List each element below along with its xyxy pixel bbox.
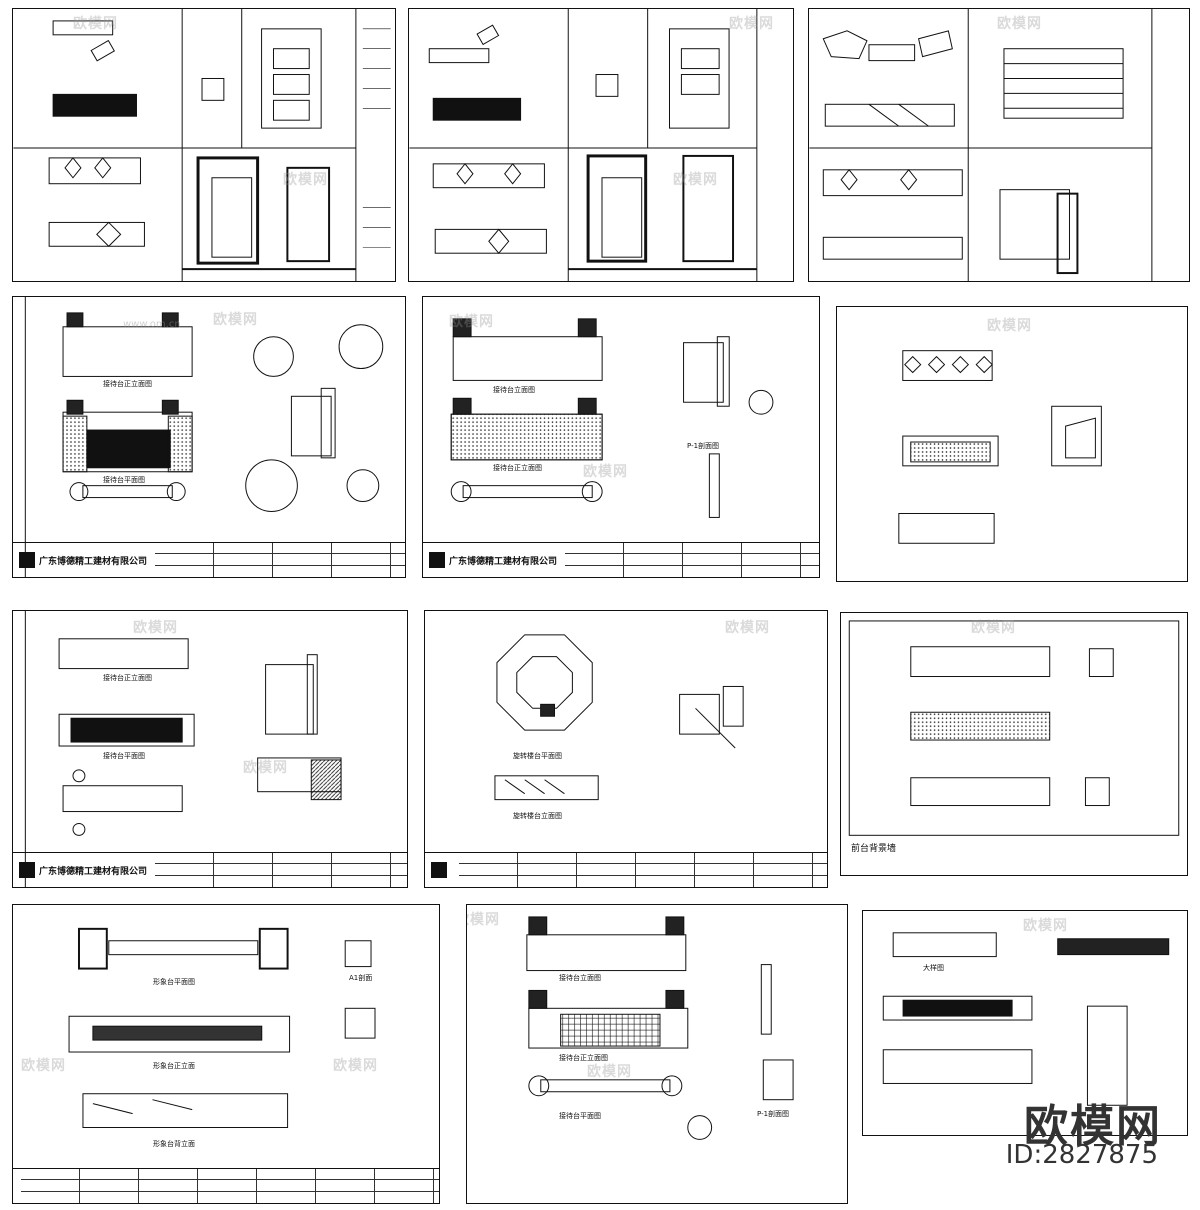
label-a1: A1剖面 [349,974,373,982]
watermark: 欧模网 [243,760,288,776]
sheet-4-drawing [24,297,384,577]
company-name: 广东博德精工建材有限公司 [449,556,558,567]
watermark: 欧模网 [729,16,774,32]
title-block-cells [21,1169,439,1203]
company-logo [19,552,35,568]
sheet-2-drawing [409,9,758,281]
watermark: 欧模网 [449,314,494,330]
company-name: 广东博德精工建材有限公司 [39,866,148,877]
sheet-9-drawing [848,620,1180,836]
drawing-sheet-8: 旋转楼台平面图 旋转楼台立面图 欧模网 [424,610,828,888]
label-plan-3: 接待台平面图 [559,1112,601,1120]
sheet-11-drawing [526,916,794,1140]
label-plan: 接待台平面图 [103,476,145,484]
drawing-sheet-7: 接待台正立面图 接待台平面图 欧模网 欧模网 广东博德精工建材有限公司 [12,610,408,888]
label-desk-backdrop: 前台背景墙 [851,844,897,854]
label-image-back: 形象台背立面 [153,1140,195,1148]
drawing-sheet-6: 欧模网 [836,306,1188,582]
label-front-2: 接待台正立面图 [493,464,542,472]
sheet-12-drawing [882,932,1170,1106]
watermark: 欧模网 [725,620,770,636]
watermark: 欧模网 [673,172,718,188]
label-circular-elevation: 旋转楼台立面图 [513,812,562,820]
drawing-sheet-12: 大样图 欧模网 [862,910,1188,1136]
company-name: 广东博德精工建材有限公司 [39,556,148,567]
title-block-cells [565,543,819,577]
drawing-sheet-4: 接待台正立面图 接待台平面图 欧模网 www.om.cn 广东博德精工建材有限公… [12,296,406,578]
sheet-6-drawing [898,350,1102,544]
drawing-sheet-1: 欧模网 欧模网 [12,8,396,282]
brand-logo-text: 欧模网 [1024,1101,1162,1152]
watermark: 欧模网 [987,318,1032,334]
watermark: 欧模网 [1023,918,1068,934]
drawing-sheet-5: 接待台立面图 接待台正立面图 P-1剖面图 欧模网 欧模网 广东博德精工建材有限… [422,296,820,578]
watermark: 欧模网 [333,1058,378,1074]
drawing-sheet-11: 接待台立面图 接待台正立面图 接待台平面图 P-1剖面图 欧模网 欧模网 [466,904,848,1204]
company-logo [19,862,35,878]
drawing-sheet-3: 欧模网 [808,8,1190,282]
watermark: 欧模网 [583,464,628,480]
title-block-cells [459,853,827,887]
label-front: 接待台正立面图 [103,380,152,388]
label-reception: 接待台立面图 [493,386,535,394]
watermark: 欧模网 [467,912,500,928]
label-circular-plan: 旋转楼台平面图 [513,752,562,760]
drawing-sheet-2: 欧模网 欧模网 [408,8,794,282]
label-reception-2: 接待台立面图 [559,974,601,982]
title-block: 广东博德精工建材有限公司 [13,542,405,577]
label-detail: 大样图 [923,964,944,972]
drawing-sheet-9: 前台背景墙 欧模网 [840,612,1188,876]
brand-id: ID:2827875 [1005,1140,1158,1170]
watermark: 欧模网 [283,172,328,188]
watermark: 欧模网 [21,1058,66,1074]
company-logo [431,862,447,878]
title-block-cells [155,853,407,887]
sheet-10-drawing [68,927,376,1129]
watermark: 欧模网 [587,1064,632,1080]
label-image-plan: 形象台平面图 [153,978,195,986]
sheet-7-drawing [24,611,342,887]
watermark-url: www.om.cn [123,319,181,330]
label-p1: P-1剖面图 [687,442,720,450]
label-image-front: 形象台正立面 [153,1062,195,1070]
sheet-8-drawing [494,634,744,801]
label-front-4: 接待台正立面图 [559,1054,608,1062]
sheet-5-drawing [450,318,774,518]
sheet-3-drawing [809,9,1153,281]
label-front-3: 接待台正立面图 [103,674,152,682]
watermark: 欧模网 [971,620,1016,636]
title-block: 广东博德精工建材有限公司 [423,542,819,577]
watermark: 欧模网 [997,16,1042,32]
watermark: 欧模网 [133,620,178,636]
title-block [13,1168,439,1203]
drawing-sheet-10: 形象台平面图 形象台正立面 形象台背立面 A1剖面 欧模网 欧模网 [12,904,440,1204]
label-p1-2: P-1剖面图 [757,1110,790,1118]
title-block [425,852,827,887]
title-block-cells [155,543,405,577]
sheet-1-drawing [13,9,391,281]
watermark: 欧模网 [73,16,118,32]
company-logo [429,552,445,568]
label-plan-2: 接待台平面图 [103,752,145,760]
watermark: 欧模网 [213,312,258,328]
title-block: 广东博德精工建材有限公司 [13,852,407,887]
